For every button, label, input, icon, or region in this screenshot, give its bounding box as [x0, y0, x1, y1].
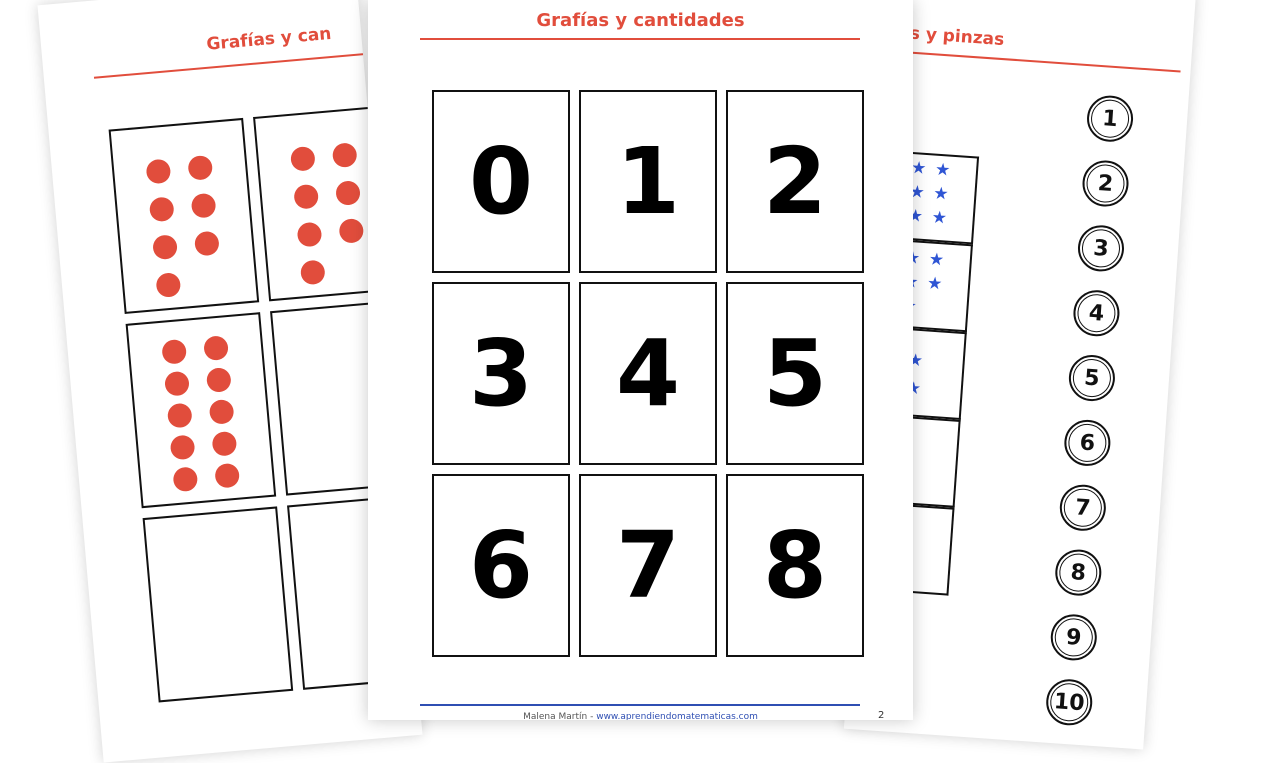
red-dot [190, 192, 217, 219]
red-dot [152, 234, 179, 261]
red-dot [193, 230, 220, 257]
red-dot [289, 145, 316, 172]
red-dot [211, 430, 238, 457]
number-card-0: 0 [432, 90, 570, 273]
footer-website-link[interactable]: www.aprendiendomatematicas.com [596, 712, 758, 720]
number-card-5: 5 [726, 282, 864, 465]
red-dot [145, 158, 172, 185]
number-circle-2: 2 [1080, 158, 1131, 209]
number-card-7: 7 [579, 474, 717, 657]
left-page-title: Grafías y can [205, 23, 333, 55]
red-dot [169, 434, 196, 461]
number-card-4: 4 [579, 282, 717, 465]
red-dot [163, 370, 190, 397]
red-dot [166, 402, 193, 429]
number-card-8: 8 [726, 474, 864, 657]
number-circle-1: 1 [1085, 94, 1135, 144]
dot-card-10 [125, 312, 277, 509]
blue-star-icon: ★ [928, 249, 945, 271]
footer-author: Malena Martín - [523, 712, 597, 720]
red-dot [299, 259, 326, 286]
center-worksheet-page: Grafías y cantidades 0 1 2 3 4 5 6 7 8 M… [368, 0, 913, 720]
left-title-rule [93, 50, 393, 79]
page-title: Grafías y cantidades [536, 10, 745, 31]
red-dot [148, 196, 175, 223]
footer-rule [420, 704, 860, 706]
number-circle-4: 4 [1071, 288, 1121, 338]
red-dot [296, 221, 323, 248]
red-dot [203, 335, 230, 362]
blue-star-icon: ★ [932, 183, 950, 205]
red-dot [214, 462, 241, 489]
number-circle-8: 8 [1053, 548, 1103, 598]
red-dot [187, 154, 214, 181]
number-card-3: 3 [432, 282, 570, 465]
red-dot [172, 466, 199, 493]
number-circle-3: 3 [1076, 223, 1126, 273]
dot-card-7 [108, 117, 260, 314]
red-dot [155, 272, 182, 299]
blue-star-icon: ★ [931, 207, 948, 229]
right-title-rule [881, 49, 1181, 73]
red-dot [331, 142, 358, 169]
number-card-6: 6 [432, 474, 570, 657]
number-card-1: 1 [579, 90, 717, 273]
red-dot [338, 217, 365, 244]
red-dot [293, 183, 320, 210]
number-circle-10: 10 [1044, 677, 1094, 727]
blue-star-icon: ★ [934, 159, 951, 181]
number-card-2: 2 [726, 90, 864, 273]
number-circle-6: 6 [1062, 418, 1112, 468]
number-card-grid: 0 1 2 3 4 5 6 7 8 [432, 90, 864, 657]
empty-card [142, 506, 294, 703]
red-dot [335, 180, 362, 207]
number-circle-9: 9 [1049, 612, 1099, 662]
red-dot [205, 367, 232, 394]
page-footer: Malena Martín - www.aprendiendomatematic… [368, 712, 913, 720]
red-dot [208, 398, 235, 425]
page-number: 2 [878, 710, 885, 720]
red-dot [161, 338, 188, 365]
number-circle-5: 5 [1067, 353, 1117, 403]
left-worksheet-page: Grafías y can [37, 0, 423, 763]
title-rule [420, 38, 860, 40]
number-circle-7: 7 [1058, 483, 1108, 533]
blue-star-icon: ★ [926, 273, 944, 295]
